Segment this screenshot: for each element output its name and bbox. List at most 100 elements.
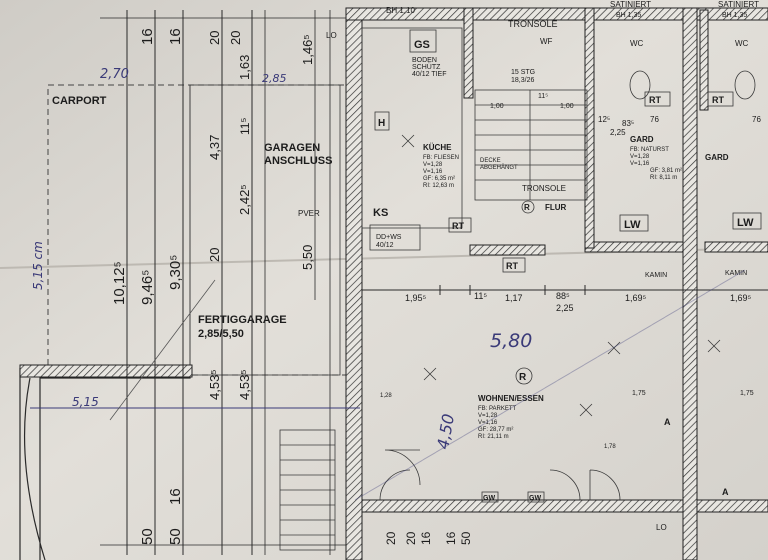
gw-1: GW [483, 495, 495, 502]
dim-5-50: 5,50 [300, 245, 315, 270]
hdim-1: 1,95⁵ [405, 293, 427, 303]
dim-16-top-a: 16 [139, 28, 156, 45]
gard-right: GARD [705, 153, 729, 162]
gard-line-2: V=1,28 [630, 154, 650, 160]
small-dim-3: 11⁵ [538, 93, 548, 100]
stair-width-2: 1,75 [740, 390, 754, 397]
dim-50-bottom-a: 50 [139, 528, 156, 545]
gard-line-3: V=1,16 [630, 161, 650, 167]
wc-dim-1: 12⁵ [598, 115, 610, 124]
hdim-sub: 2,25 [556, 303, 574, 313]
garage-connection-label-1: GARAGEN [264, 142, 320, 154]
kitchen-line-2: V=1,28 [423, 162, 443, 168]
tronsole-top: TRONSOLE [508, 19, 558, 29]
wc-dim-5: 2,25 [610, 128, 626, 137]
rt-wc-1: RT [649, 95, 661, 105]
dim-1-63: 1,63 [237, 55, 252, 80]
kitchen-area: GS BODEN SCHÜTZ 40/12 TIEF H KS KÜCHE FB… [298, 27, 463, 251]
dim-4-37: 4,37 [207, 135, 222, 160]
rt-hall: RT [506, 261, 518, 271]
satiniert-1: SATINIERT [610, 0, 651, 9]
dim-2-425: 2,42⁵ [237, 184, 252, 215]
h-label: H [378, 118, 385, 129]
boiler-3: 40/12 TIEF [412, 71, 447, 78]
lw-1: LW [624, 219, 641, 231]
tronsole-mid: TRONSOLE [522, 184, 566, 193]
dim-16-bottom-c: 16 [444, 531, 458, 545]
boiler-2: SCHÜTZ [412, 63, 441, 71]
kitchen-name: KÜCHE [423, 143, 452, 152]
dim-9-305: 9,30⁵ [167, 255, 184, 290]
rt-wc-2: RT [712, 95, 724, 105]
bh-sat2: BH 1,35 [722, 12, 747, 19]
garage-slab [19, 364, 193, 378]
hdim-2: 11⁵ [474, 291, 487, 301]
lw-2: LW [737, 217, 754, 229]
carport-label: CARPORT [52, 95, 107, 107]
dim-4-535-b: 4,53⁵ [237, 369, 252, 400]
hdim-3: 1,17 [505, 293, 523, 303]
r-symbol-living: R [519, 372, 527, 383]
stair-width: 1,75 [632, 390, 646, 397]
dim-4-535-a: 4,53⁵ [207, 369, 222, 400]
dim-20-bottom-b: 20 [384, 531, 398, 545]
horizontal-dimension-row: 1,95⁵ 11⁵ 1,17 88⁵ 1,69⁵ 1,69⁵ 2,25 [362, 285, 768, 313]
hand-270: 2,70 [100, 67, 129, 82]
kamin-1: KAMIN [645, 272, 667, 279]
dim-50-bottom-c: 50 [459, 531, 473, 545]
kitchen-line-5: RI: 12,63 m [423, 183, 454, 189]
dim-20-top-b: 20 [228, 31, 243, 45]
living-line-2: V=1,28 [478, 413, 498, 419]
a-marker-2: A [722, 487, 729, 497]
handwritten-notes: 2,70 2,85 5,15 cm 5,80 4,50 5,15 [30, 67, 746, 501]
dim-16-top-b: 16 [167, 28, 184, 45]
door-bh-2: 1,78 [604, 444, 616, 450]
wc-garderobe: WC WC RT RT 12⁵ 83⁵ 76 76 2,25 GARD FB: … [598, 39, 761, 279]
stairwell: 15 STG 18,3/26 DECKE ABGEHÄNGT TRONSOLE … [474, 37, 588, 201]
hand-515cm: 5,15 cm [31, 241, 45, 290]
wc-label-2: WC [735, 39, 749, 48]
hand-580: 5,80 [490, 330, 532, 352]
gw-2: GW [529, 495, 541, 502]
dim-1-465: 1,46⁵ [300, 34, 315, 65]
boiler-1: BODEN [412, 57, 437, 64]
dim-16-bottom-b: 16 [419, 531, 433, 545]
pencil-stroke [109, 279, 216, 421]
hdim-4: 88⁵ [556, 291, 570, 301]
left-dimension-lines [100, 10, 352, 555]
living-line-5: RI: 21,11 m [478, 434, 509, 440]
prefab-garage-label: FERTIGGARAGE [198, 314, 287, 326]
hand-285: 2,85 [262, 72, 287, 85]
pver-label: PVER [298, 209, 320, 218]
kitchen-line-4: GF: 6,35 m² [423, 176, 455, 182]
r-symbol-hall: R [524, 203, 530, 212]
dim-20-mid: 20 [207, 248, 222, 262]
wc-dim-4: 76 [752, 115, 761, 124]
ks-label: KS [373, 207, 388, 219]
kamin-2: KAMIN [725, 270, 747, 277]
hand-515: 5,15 [72, 395, 99, 409]
bh-sat1: BH 1,35 [616, 12, 641, 19]
living-line-3: V=1,16 [478, 420, 498, 426]
living-dining: R WOHNEN/ESSEN FB: PARKETT V=1,28 V=1,16… [379, 339, 754, 532]
hdim-5: 1,69⁵ [625, 293, 647, 303]
a-marker-1: A [664, 417, 671, 427]
bh-top-label: BH 1,10 [386, 6, 415, 15]
small-dim-2: 1,00 [560, 103, 574, 110]
door-bh-1: 1,28 [380, 393, 392, 399]
dim-20-bottom: 20 [404, 531, 418, 545]
stairs-steps: 15 STG [511, 69, 535, 76]
lo-bottom: LO [656, 523, 667, 532]
hall-label: FLUR [545, 203, 567, 212]
wc-dim-2: 83⁵ [622, 119, 634, 128]
kitchen-line-1: FB: FLIESEN [423, 155, 459, 161]
kitchen-line-3: V=1,16 [423, 169, 443, 175]
hdim-6: 1,69⁵ [730, 293, 752, 303]
house-walls [345, 7, 768, 560]
gard-name: GARD [630, 135, 654, 144]
dim-16-bottom-a: 16 [167, 488, 184, 505]
dd-ws-1: DD+WS [376, 234, 402, 241]
living-name: WOHNEN/ESSEN [478, 394, 544, 403]
decke-1: DECKE [480, 158, 501, 164]
